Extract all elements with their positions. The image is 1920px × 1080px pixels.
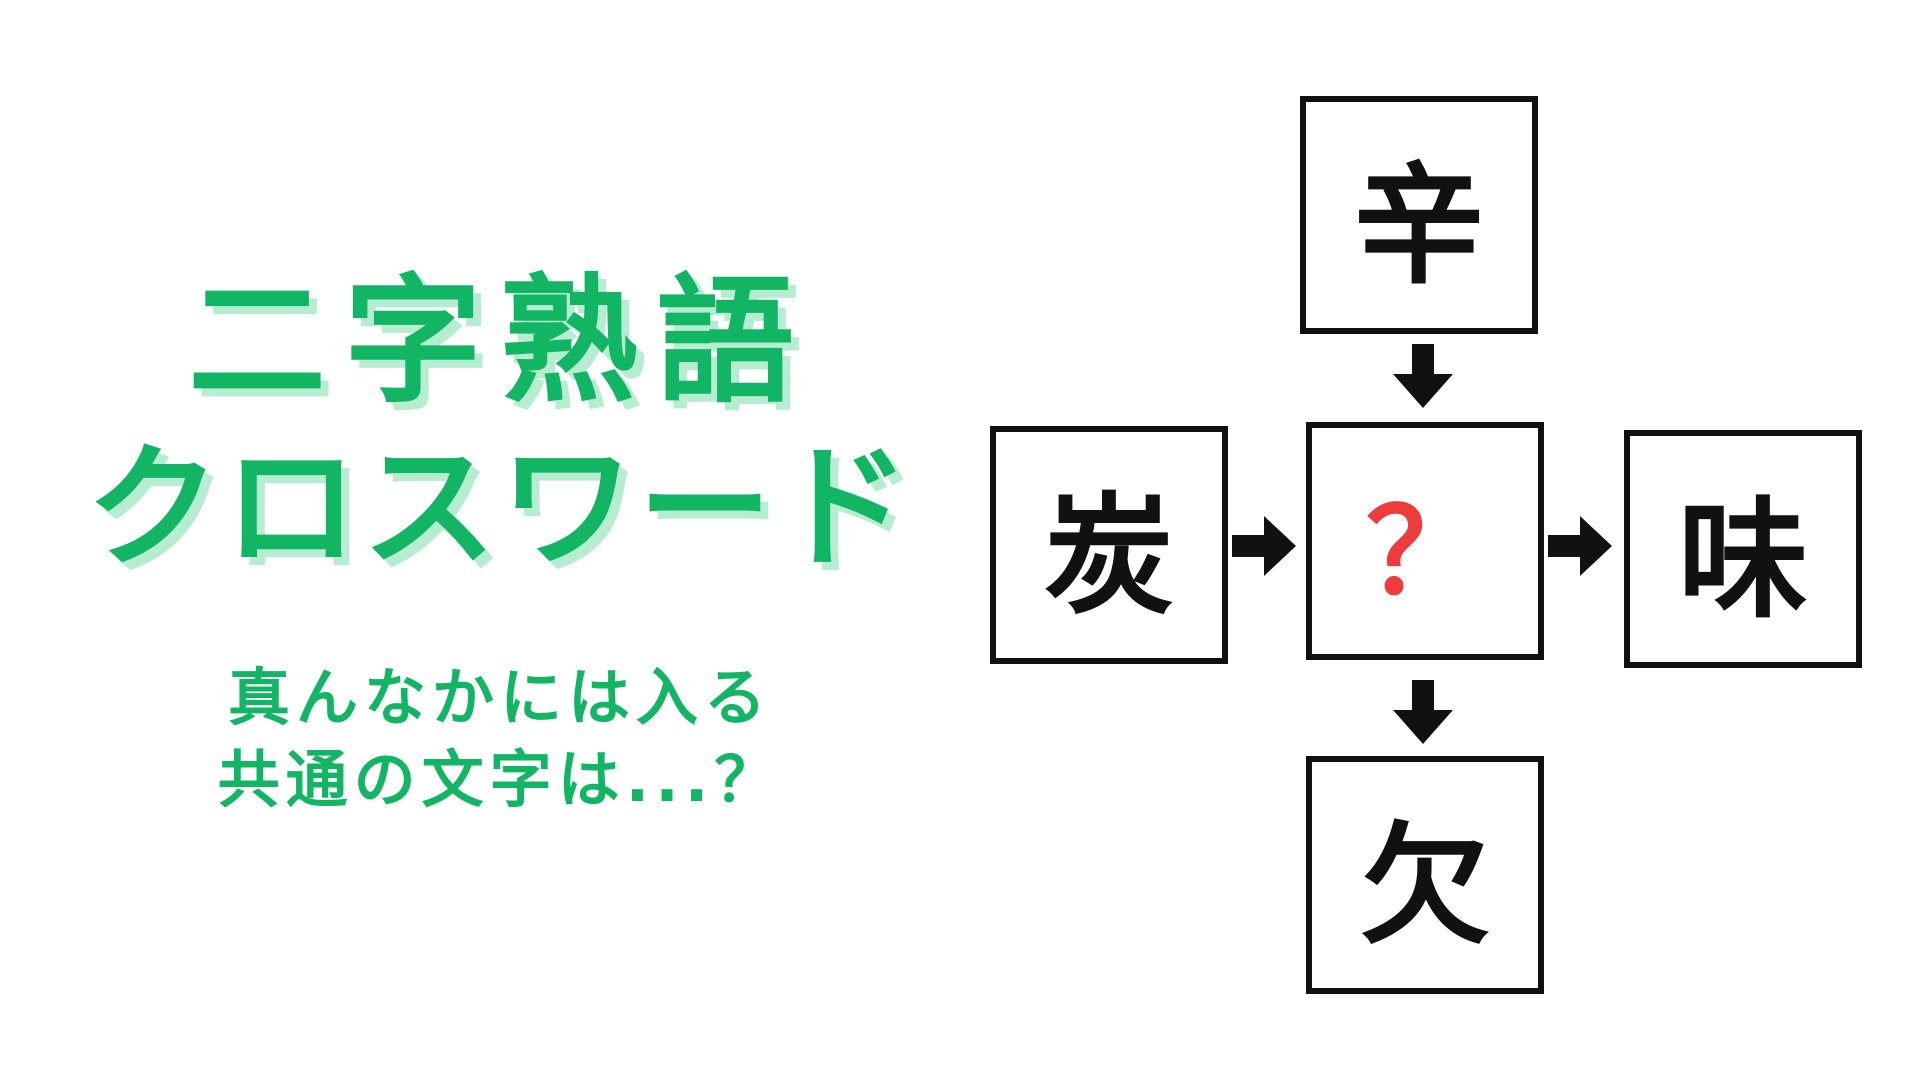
subtitle-line-2: 共通の文字は...？ bbox=[217, 743, 783, 816]
question-mark: ？ bbox=[1365, 482, 1484, 621]
puzzle-char-top: 辛 bbox=[1353, 150, 1484, 302]
arrow-down-icon bbox=[1393, 344, 1453, 408]
puzzle-box-top: 辛 bbox=[1300, 96, 1538, 334]
puzzle-box-right: 味 bbox=[1624, 430, 1862, 668]
puzzle-char-bottom: 欠 bbox=[1359, 810, 1490, 962]
arrow-right-icon bbox=[1548, 516, 1612, 576]
arrow-down-icon bbox=[1393, 680, 1453, 744]
puzzle-box-center[interactable]: ？ bbox=[1306, 422, 1544, 660]
puzzle-char-left: 炭 bbox=[1043, 480, 1174, 632]
puzzle-box-left: 炭 bbox=[990, 426, 1228, 664]
page-title-line-2: クロスワード bbox=[85, 430, 914, 586]
arrow-right-icon bbox=[1232, 516, 1296, 576]
subtitle-line-1: 真んなかには入る bbox=[227, 661, 772, 734]
page-title-line-1: 二字熟語 bbox=[187, 261, 812, 422]
puzzle-char-right: 味 bbox=[1677, 484, 1808, 636]
puzzle-box-bottom: 欠 bbox=[1306, 756, 1544, 994]
